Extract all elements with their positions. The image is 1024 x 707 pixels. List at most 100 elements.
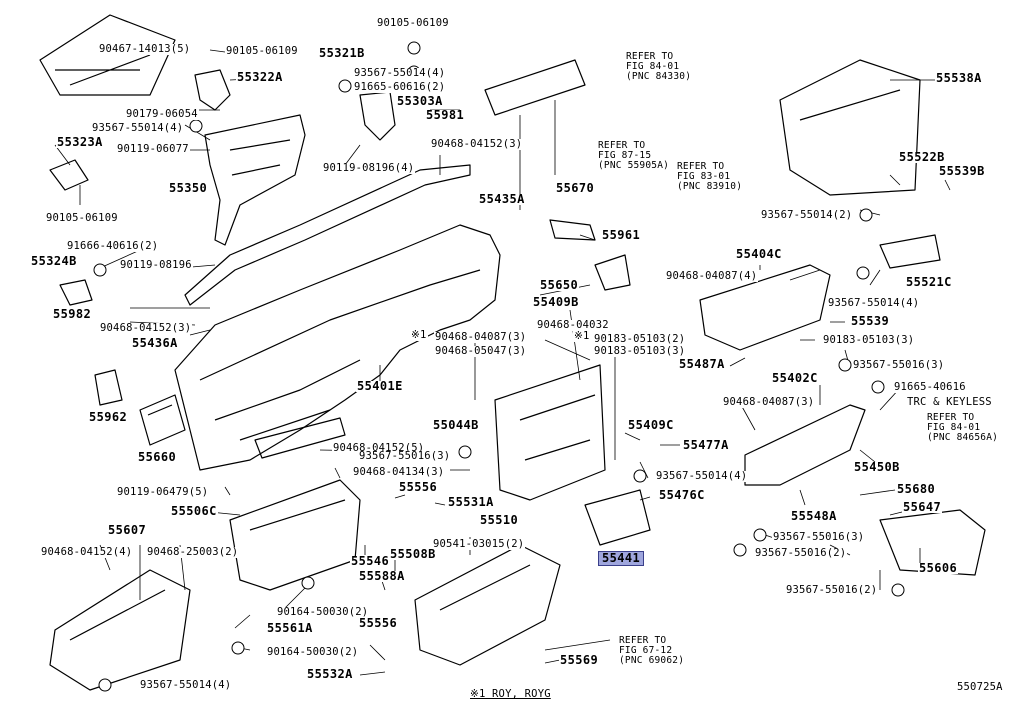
part-label: 55521C: [905, 275, 953, 289]
part-label: 55546: [350, 554, 391, 568]
part-label: 55660: [137, 450, 178, 464]
part-label: 93567-55016(3): [772, 531, 866, 543]
part-label: 93567-55014(4): [91, 122, 185, 134]
diagram-id: 550725A: [956, 681, 1004, 693]
lower-panel-55402C: [744, 404, 866, 486]
part-label: 93567-55016(2): [785, 584, 879, 596]
part-label: 55522B: [898, 150, 946, 164]
part-label: 55402C: [771, 371, 819, 385]
part-label: 55561A: [266, 621, 314, 635]
part-label: 55556: [398, 480, 439, 494]
part-label: 55548A: [790, 509, 838, 523]
part-label: 55476C: [658, 488, 706, 502]
part-label: 90119-06479(5): [116, 486, 210, 498]
part-label: 55487A: [678, 357, 726, 371]
part-label: 93567-55014(4): [827, 297, 921, 309]
part-label: 55532A: [306, 667, 354, 681]
part-label: 91666-40616(2): [66, 240, 160, 252]
footnote: ※1 ROY, ROYG: [469, 688, 552, 700]
bracket-55324B: [59, 279, 93, 306]
part-label: 93567-55014(4): [353, 67, 447, 79]
part-label: 90468-04032: [536, 319, 610, 331]
part-label: 90164-50030(2): [276, 606, 370, 618]
part-label: 55647: [902, 500, 943, 514]
footnote-mark: ※1: [410, 329, 428, 341]
part-label: 55539: [850, 314, 891, 328]
part-label: 90105-06109: [376, 17, 450, 29]
part-label: 55650: [539, 278, 580, 292]
upper-cover-part: [39, 14, 176, 96]
reinforcement-55350: [204, 114, 306, 246]
part-label: 93567-55016(3): [852, 359, 946, 371]
part-label: 55322A: [236, 70, 284, 84]
part-label: 55303A: [396, 94, 444, 108]
highlighted-part-label: 55441: [598, 551, 645, 566]
part-55650: [594, 254, 631, 291]
part-label: 55680: [896, 482, 937, 496]
part-label: 55350: [168, 181, 209, 195]
part-label: 93567-55014(4): [655, 470, 749, 482]
part-label: 90468-04152(3): [430, 138, 524, 150]
part-label: 90119-06077: [116, 143, 190, 155]
cluster-55404C: [699, 264, 831, 351]
part-label: 55409C: [627, 418, 675, 432]
part-label: 55606: [918, 561, 959, 575]
part-label: 90119-08196(4): [322, 162, 416, 174]
part-label: 90468-04152(4): [40, 546, 134, 558]
part-label: 90468-04087(3): [434, 331, 528, 343]
bracket-55322A: [194, 69, 231, 111]
part-label: 55510: [479, 513, 520, 527]
part-label: 55569: [559, 653, 600, 667]
garnish-55044B: [254, 417, 346, 459]
part-label: 90105-06109: [45, 212, 119, 224]
part-label: 93567-55016(2): [754, 547, 848, 559]
part-label: 90468-04134(3): [352, 466, 446, 478]
dashboard-upper-right: [779, 59, 921, 196]
part-label: 55409B: [532, 295, 580, 309]
part-label: 55435A: [478, 192, 526, 206]
part-label: 90119-08196: [119, 259, 193, 271]
part-label: 55436A: [131, 336, 179, 350]
cover-55606: [879, 509, 986, 576]
part-label: 55506C: [170, 504, 218, 518]
part-label: 93567-55016(3): [358, 450, 452, 462]
part-label: 90468-25003(2): [146, 546, 240, 558]
part-label: 55401E: [356, 379, 404, 393]
part-label: 55961: [601, 228, 642, 242]
part-label: 90468-04152(3): [99, 322, 193, 334]
register-55962: [94, 369, 123, 406]
part-label: 55324B: [30, 254, 78, 268]
part-label: 55508B: [389, 547, 437, 561]
part-label: 55404C: [735, 247, 783, 261]
instrument-panel-55401E: [174, 224, 501, 471]
part-label: 55962: [88, 410, 129, 424]
part-label: 55321B: [318, 46, 366, 60]
part-label: 90183-05103(3): [822, 334, 916, 346]
part-label: 93567-55014(4): [139, 679, 233, 691]
part-label: 90164-50030(2): [266, 646, 360, 658]
part-label: 55477A: [682, 438, 730, 452]
part-label: 91665-60616(2): [353, 81, 447, 93]
part-label: 90105-06109: [225, 45, 299, 57]
box-55441: [584, 489, 651, 546]
part-label: 55539B: [938, 164, 986, 178]
bracket-55323A: [49, 159, 89, 191]
part-label: 55531A: [447, 495, 495, 509]
part-label: 90468-05047(3): [434, 345, 528, 357]
part-label: 90179-06054: [125, 108, 199, 120]
part-label: 55981: [425, 108, 466, 122]
part-label: 55982: [52, 307, 93, 321]
part-label: 55588A: [358, 569, 406, 583]
part-label: 55556: [358, 616, 399, 630]
part-label: 93567-55014(2): [760, 209, 854, 221]
trc-keyless-note: TRC & KEYLESS: [906, 396, 993, 408]
part-label: 90467-14013(5): [98, 43, 192, 55]
part-label: 55044B: [432, 418, 480, 432]
part-55521C: [879, 234, 941, 269]
part-label: 55607: [107, 523, 148, 537]
